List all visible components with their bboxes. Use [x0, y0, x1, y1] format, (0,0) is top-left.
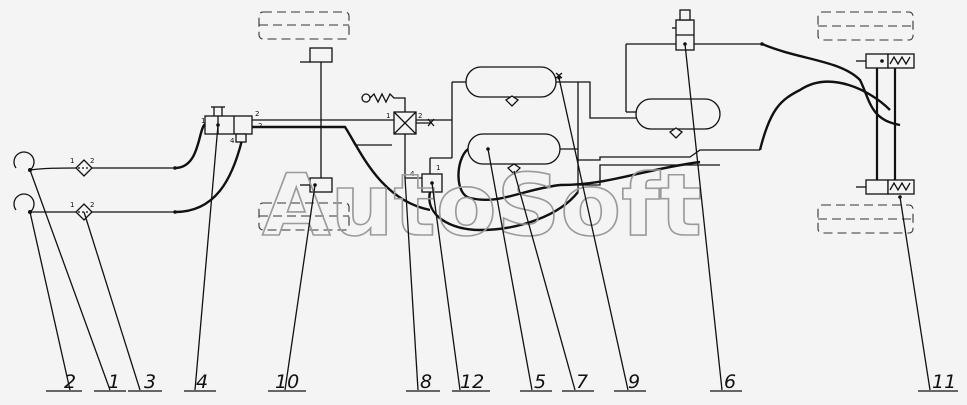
- line-filter-upper: 1 2: [29, 157, 94, 177]
- rear-brake-chamber-lower: [856, 179, 915, 199]
- air-receiver-rear: [625, 44, 721, 139]
- coupling-head-lower: [13, 193, 35, 214]
- air-receiver-upper: [451, 66, 578, 158]
- port-label: 1: [70, 157, 74, 165]
- port-label: 2: [90, 201, 94, 209]
- port-label: 2: [255, 110, 259, 118]
- port-label: 1: [386, 112, 390, 120]
- port-label: 2: [90, 157, 94, 165]
- callout-3: 3: [128, 371, 162, 393]
- svg-text:4: 4: [196, 371, 208, 393]
- svg-text:8: 8: [420, 371, 432, 393]
- callout-2: 2: [46, 371, 82, 393]
- watermark: AutoSoft: [262, 156, 702, 256]
- port-label: 2: [418, 112, 422, 120]
- port-label: 1: [70, 201, 74, 209]
- wheel-rear-bottom: [817, 204, 914, 234]
- port-label: 4: [230, 137, 235, 145]
- svg-text:6: 6: [724, 371, 736, 393]
- svg-text:12: 12: [460, 371, 484, 393]
- svg-text:2: 2: [64, 371, 76, 393]
- callout-5: 5: [520, 371, 552, 393]
- wheel-front-left-top: [258, 11, 350, 40]
- coupling-head-upper: [13, 151, 35, 172]
- callout-12: 12: [452, 371, 490, 393]
- callout-9: 9: [614, 371, 646, 393]
- wheel-front-left-bottom: [258, 202, 350, 231]
- rear-brake-chamber-upper: [856, 53, 915, 69]
- port-label: 1: [436, 164, 440, 172]
- leader-lines: [29, 43, 931, 391]
- front-brake-chamber: [300, 47, 333, 193]
- trailer-brake-valve: 1 2 2 4: [201, 106, 262, 145]
- svg-text:3: 3: [144, 371, 156, 393]
- callout-1: 1: [94, 371, 126, 393]
- pressure-regulator: [626, 9, 762, 51]
- svg-text:10: 10: [275, 371, 299, 393]
- port-label: 1: [201, 117, 205, 125]
- wheel-rear-top: [817, 11, 914, 41]
- control-valve: 1 2: [361, 92, 435, 178]
- svg-text:11: 11: [932, 371, 956, 393]
- callout-6: 6: [710, 371, 742, 393]
- callout-4: 4: [184, 371, 216, 393]
- svg-text:7: 7: [576, 371, 588, 393]
- port-label: 4: [410, 170, 415, 178]
- callout-10: 10: [268, 371, 306, 393]
- svg-text:1: 1: [108, 371, 120, 393]
- svg-text:5: 5: [534, 371, 546, 393]
- svg-text:9: 9: [628, 371, 640, 393]
- air-receiver-lower: [457, 82, 579, 202]
- callout-8: 8: [406, 371, 440, 393]
- callout-11: 11: [918, 371, 958, 393]
- line-filter-lower: 1 2: [30, 201, 94, 221]
- callout-7: 7: [562, 371, 594, 393]
